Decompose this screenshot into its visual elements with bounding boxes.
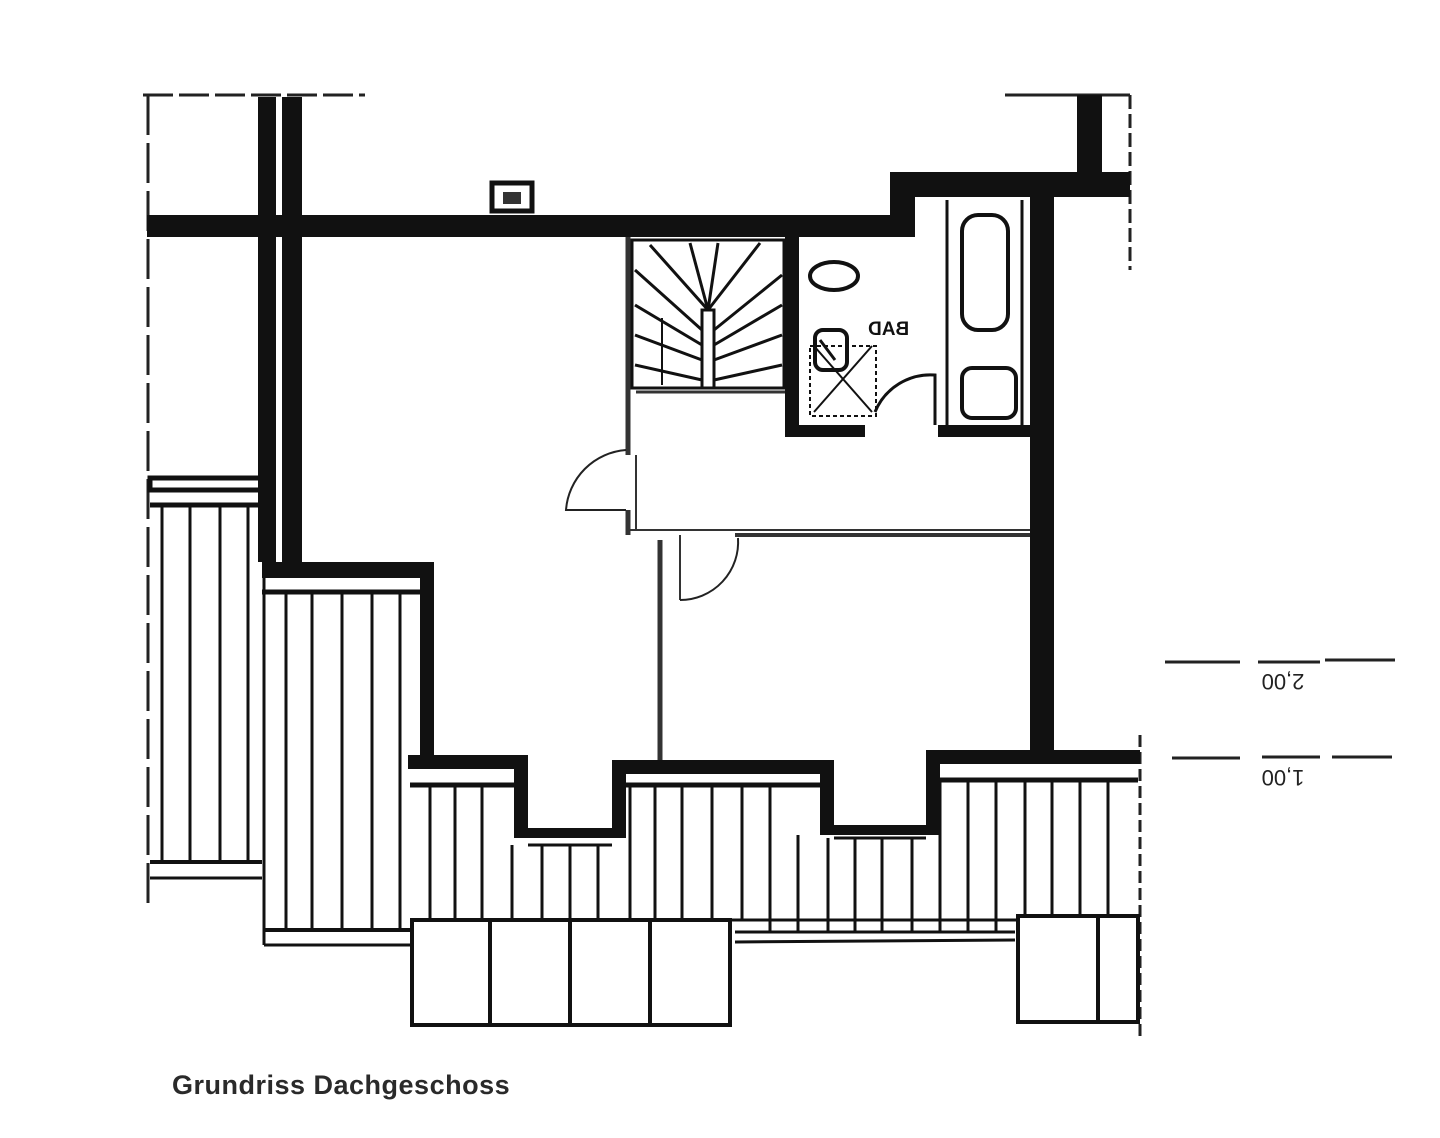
walls <box>147 95 1140 838</box>
sink <box>960 366 1018 420</box>
bathroom: BAD <box>808 200 1024 425</box>
washbasin <box>808 260 860 292</box>
drawing-title: Grundriss Dachgeschoss <box>172 1070 511 1100</box>
door-swing <box>873 373 937 425</box>
door-swings <box>564 449 740 602</box>
winding-staircase <box>630 238 786 390</box>
dimension-markers: 2,00 1,00 <box>1165 658 1395 790</box>
chimney-icon <box>489 180 535 214</box>
dimension-label-1: 1,00 <box>1262 765 1305 790</box>
dormer-boxes <box>410 914 1140 1027</box>
toilet <box>813 328 849 372</box>
interior-partitions <box>625 237 1030 760</box>
dimension-label-2: 2,00 <box>1262 669 1305 694</box>
shower-tray <box>809 345 877 417</box>
roof-rafters <box>147 475 1138 947</box>
bathtub <box>960 213 1010 332</box>
room-label-bad: BAD <box>868 319 909 340</box>
